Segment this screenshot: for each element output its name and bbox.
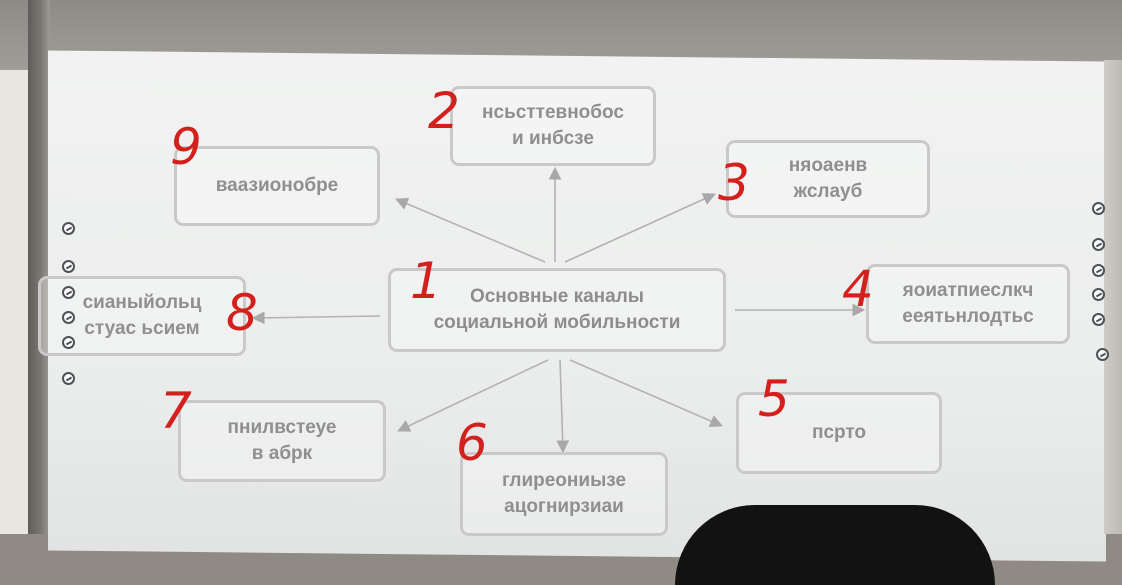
channel-7-text: пнилвстеуе в абрк bbox=[227, 417, 337, 464]
channel-box-2: нсьсттевнобос и инбсзе bbox=[450, 86, 656, 166]
channel-5-text: псрто bbox=[811, 422, 867, 443]
channel-box-4: яоиатпиеслкч еeятьнлодтьс bbox=[866, 264, 1070, 344]
connector-arrows bbox=[251, 166, 866, 454]
board-frame-right bbox=[1104, 60, 1122, 534]
board-button-icon bbox=[62, 260, 75, 273]
board-button-icon bbox=[1092, 264, 1105, 277]
handwritten-number-9: 9 bbox=[170, 118, 202, 176]
board-button-icon bbox=[1092, 288, 1105, 301]
arrow-to-3 bbox=[564, 193, 716, 263]
person-head-silhouette bbox=[675, 505, 995, 585]
handwritten-number-4: 4 bbox=[842, 260, 874, 318]
arrow-to-6 bbox=[556, 359, 570, 454]
channel-box-7: пнилвстеуе в абрк bbox=[178, 400, 386, 482]
handwritten-number-5: 5 bbox=[758, 370, 790, 428]
channel-box-6: глиреониызе ацогнирзиаи bbox=[460, 452, 668, 536]
arrow-to-8 bbox=[251, 311, 381, 325]
handwritten-number-7: 7 bbox=[160, 382, 192, 440]
arrow-to-9 bbox=[395, 197, 546, 263]
wall-strip bbox=[0, 70, 30, 534]
board-button-icon bbox=[1092, 313, 1105, 326]
handwritten-number-6: 6 bbox=[456, 414, 488, 472]
handwritten-number-8: 8 bbox=[226, 284, 258, 342]
channel-box-9: ваазионобре bbox=[174, 146, 380, 226]
board-button-icon bbox=[1092, 238, 1105, 251]
arrow-to-5 bbox=[569, 359, 723, 428]
channel-box-5: псрто bbox=[736, 392, 942, 474]
channel-8-text: сианыйольц стуас ьсием bbox=[82, 292, 202, 339]
handwritten-number-3: 3 bbox=[718, 154, 750, 212]
channel-6-text: глиреониызе ацогнирзиаи bbox=[501, 470, 627, 517]
board-button-icon bbox=[1092, 202, 1105, 215]
central-concept-box: Основные каналы социальной мобильности bbox=[388, 268, 726, 352]
channel-9-text: ваазионобре bbox=[215, 175, 339, 196]
channel-3-text: няоаенв жслауб bbox=[788, 155, 868, 202]
channel-4-text: яоиатпиеслкч еeятьнлодтьс bbox=[902, 280, 1034, 327]
handwritten-number-2: 2 bbox=[428, 82, 460, 140]
board-button-icon bbox=[62, 286, 75, 299]
handwritten-number-1: 1 bbox=[410, 252, 442, 310]
board-button-icon bbox=[62, 372, 75, 385]
central-concept-text: Основные каналы социальной мобильности bbox=[433, 286, 681, 333]
board-button-icon bbox=[1096, 348, 1109, 361]
arrow-to-7 bbox=[397, 359, 549, 432]
board-frame-left bbox=[28, 0, 50, 534]
channel-2-text: нсьсттевнобос и инбсзе bbox=[482, 102, 624, 149]
board-button-icon bbox=[62, 311, 75, 324]
channel-box-3: няоаенв жслауб bbox=[726, 140, 930, 218]
board-button-icon bbox=[62, 336, 75, 349]
board-button-icon bbox=[62, 222, 75, 235]
